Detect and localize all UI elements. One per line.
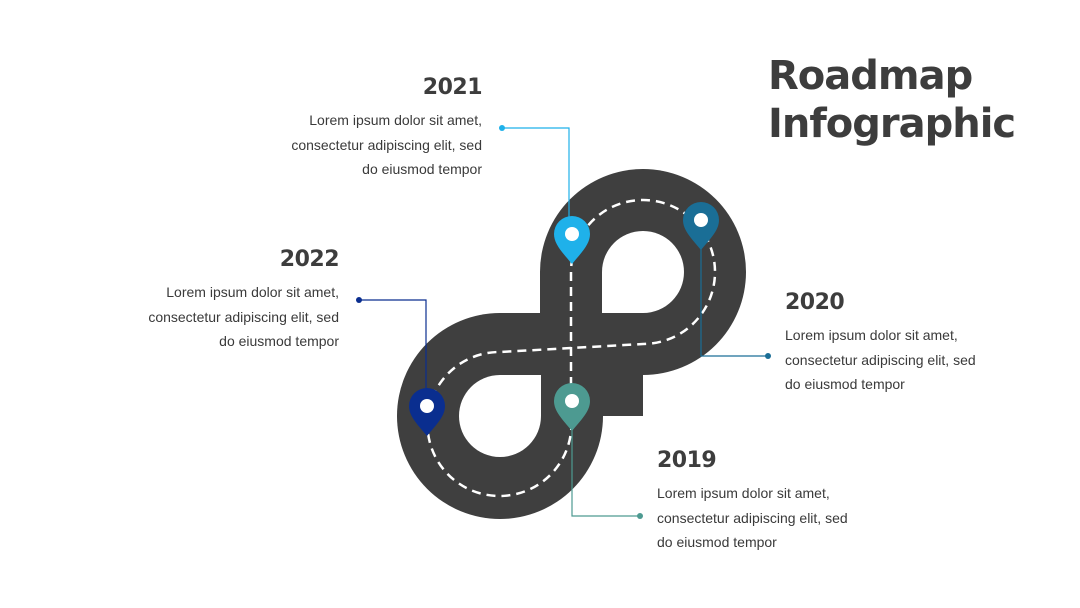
milestone-year: 2020 — [785, 290, 845, 315]
leader-dot-2019 — [637, 513, 643, 519]
milestone-2020: 2020 Lorem ipsum dolor sit amet, consect… — [785, 289, 1025, 397]
description-line: consectetur adipiscing elit, sed — [785, 351, 976, 368]
road-lower-hole — [459, 375, 541, 457]
milestone-2021: 2021 Lorem ipsum dolor sit amet, consect… — [242, 74, 482, 182]
description-line: consectetur adipiscing elit, sed — [148, 308, 339, 325]
description-line: consectetur adipiscing elit, sed — [291, 136, 482, 153]
road-lane-marking — [426, 198, 717, 498]
milestone-description: Lorem ipsum dolor sit amet, consectetur … — [99, 280, 339, 354]
road-upper-hole — [602, 231, 684, 313]
description-line: Lorem ipsum dolor sit amet, — [785, 327, 958, 343]
description-line: do eiusmod tempor — [362, 161, 482, 177]
milestone-description: Lorem ipsum dolor sit amet, consectetur … — [785, 323, 1025, 397]
leader-line-2022 — [359, 299, 427, 395]
description-line: Lorem ipsum dolor sit amet, — [166, 284, 339, 300]
description-line: Lorem ipsum dolor sit amet, — [657, 485, 830, 501]
milestone-year: 2019 — [657, 448, 717, 473]
milestone-description: Lorem ipsum dolor sit amet, consectetur … — [657, 481, 897, 555]
description-line: consectetur adipiscing elit, sed — [657, 509, 848, 526]
milestone-year: 2021 — [422, 75, 483, 100]
map-pin-2022 — [409, 388, 445, 436]
title-line-1: Roadmap — [768, 53, 973, 99]
map-pin-2020 — [683, 202, 719, 250]
milestone-year: 2022 — [279, 247, 340, 272]
description-line: Lorem ipsum dolor sit amet, — [309, 112, 482, 128]
leader-dot-2022 — [356, 297, 362, 303]
leader-lines — [356, 125, 771, 519]
milestone-2022: 2022 Lorem ipsum dolor sit amet, consect… — [99, 246, 339, 354]
milestone-description: Lorem ipsum dolor sit amet, consectetur … — [242, 108, 482, 182]
title-line-2: Infographic — [768, 101, 1016, 147]
milestone-2019: 2019 Lorem ipsum dolor sit amet, consect… — [657, 447, 897, 555]
leader-line-2019 — [571, 410, 640, 517]
page-title: Roadmap Infographic — [768, 52, 1016, 148]
description-line: do eiusmod tempor — [219, 333, 339, 349]
leader-dot-2020 — [765, 353, 771, 359]
leader-dot-2021 — [499, 125, 505, 131]
map-pin-2021 — [554, 216, 590, 264]
map-pin-2019 — [554, 383, 590, 431]
leader-line-2021 — [502, 127, 570, 222]
description-line: do eiusmod tempor — [657, 534, 777, 550]
leader-line-2020 — [700, 228, 768, 357]
description-line: do eiusmod tempor — [785, 376, 905, 392]
